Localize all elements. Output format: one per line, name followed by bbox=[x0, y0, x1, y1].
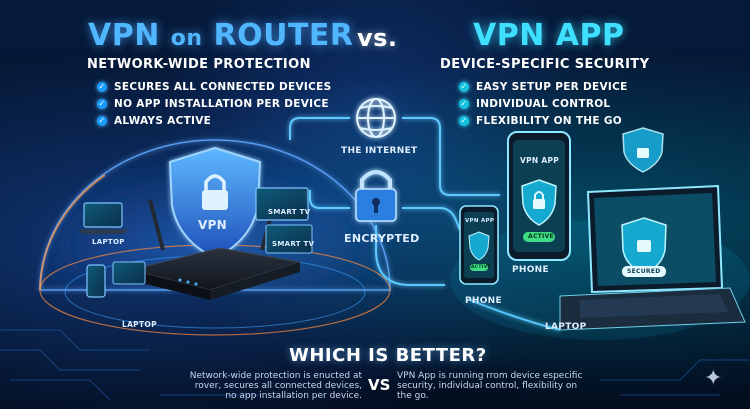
shield-vpn-label: VPN bbox=[198, 218, 228, 232]
checkmark-icon: ✓ bbox=[459, 98, 469, 109]
list-item: ✓NO APP INSTALLATION PER DEVICE bbox=[97, 97, 329, 110]
laptop-label-right: LAPTOP bbox=[545, 322, 587, 332]
list-item: ✓INDIVIDUAL CONTROL bbox=[459, 97, 611, 110]
small-phone-app-title: VPN APP bbox=[465, 218, 495, 224]
list-item: ✓FLEXIBILITY ON THE GO bbox=[459, 114, 622, 127]
title-vpn: VPN bbox=[88, 18, 160, 53]
phone-icon bbox=[86, 264, 106, 298]
smart-tv-label-2: SMART TV bbox=[272, 240, 315, 248]
footer-vs: VS bbox=[368, 376, 391, 394]
smart-tv-label-1: SMART TV bbox=[268, 208, 311, 216]
router-device bbox=[129, 199, 301, 300]
checkmark-icon: ✓ bbox=[459, 81, 469, 92]
app-benefits-list: ✓EASY SETUP PER DEVICE ✓INDIVIDUAL CONTR… bbox=[459, 78, 628, 129]
list-item: ✓EASY SETUP PER DEVICE bbox=[459, 80, 628, 93]
checkmark-icon: ✓ bbox=[97, 81, 107, 92]
footer-left-text: Network-wide protection is enucted at ro… bbox=[189, 371, 362, 401]
title-router: ROUTER bbox=[213, 18, 354, 53]
connection-arrows bbox=[289, 117, 561, 331]
phone-status-badge: ACTIVE bbox=[528, 233, 554, 240]
tv-icon bbox=[255, 187, 313, 254]
shield-lock-icon bbox=[622, 127, 664, 173]
title-on: on bbox=[170, 26, 203, 51]
subtitle-network-wide: NETWORK-WIDE PROTECTION bbox=[87, 57, 311, 72]
internet-label: THE INTERNET bbox=[341, 146, 418, 156]
title-vpn-app: VPN APP bbox=[473, 18, 625, 53]
padlock-icon bbox=[355, 170, 397, 222]
list-item: ✓ALWAYS ACTIVE bbox=[97, 114, 212, 127]
checkmark-icon: ✓ bbox=[97, 98, 107, 109]
encrypted-label: ENCRYPTED bbox=[344, 232, 420, 245]
title-vpn-on-router: VPN on ROUTER bbox=[88, 18, 354, 53]
laptop-icon bbox=[112, 261, 146, 285]
circuit-lines bbox=[0, 329, 750, 401]
laptop-status-badge: SECURED bbox=[627, 268, 661, 275]
laptop-label-top: LAPTOP bbox=[92, 238, 125, 246]
phone-icon bbox=[507, 131, 571, 261]
globe-icon bbox=[356, 98, 396, 138]
laptop-icon bbox=[559, 184, 746, 331]
router-benefits-list: ✓SECURES ALL CONNECTED DEVICES ✓NO APP I… bbox=[97, 78, 331, 129]
sparkle-icon: ✦ bbox=[704, 366, 723, 391]
list-item: ✓SECURES ALL CONNECTED DEVICES bbox=[97, 80, 332, 93]
laptop-icon bbox=[78, 202, 128, 234]
phone-icon bbox=[459, 205, 499, 285]
phone-app-title: VPN APP bbox=[520, 156, 560, 165]
small-phone-status-badge: ACTIVE bbox=[471, 265, 491, 270]
checkmark-icon: ✓ bbox=[459, 115, 469, 126]
subtitle-device-specific: DEVICE-SPECIFIC SECURITY bbox=[440, 57, 650, 72]
footer-right-text: VPN App is running rrom device especific… bbox=[397, 371, 583, 401]
laptop-label-bottom: LAPTOP bbox=[122, 320, 157, 329]
phone-label-big: PHONE bbox=[512, 265, 549, 275]
footer-question: WHICH IS BETTER? bbox=[289, 345, 487, 366]
phone-label-small: PHONE bbox=[465, 296, 502, 306]
shield-lock-icon bbox=[168, 146, 262, 260]
title-vs: vs. bbox=[357, 24, 398, 52]
checkmark-icon: ✓ bbox=[97, 115, 107, 126]
